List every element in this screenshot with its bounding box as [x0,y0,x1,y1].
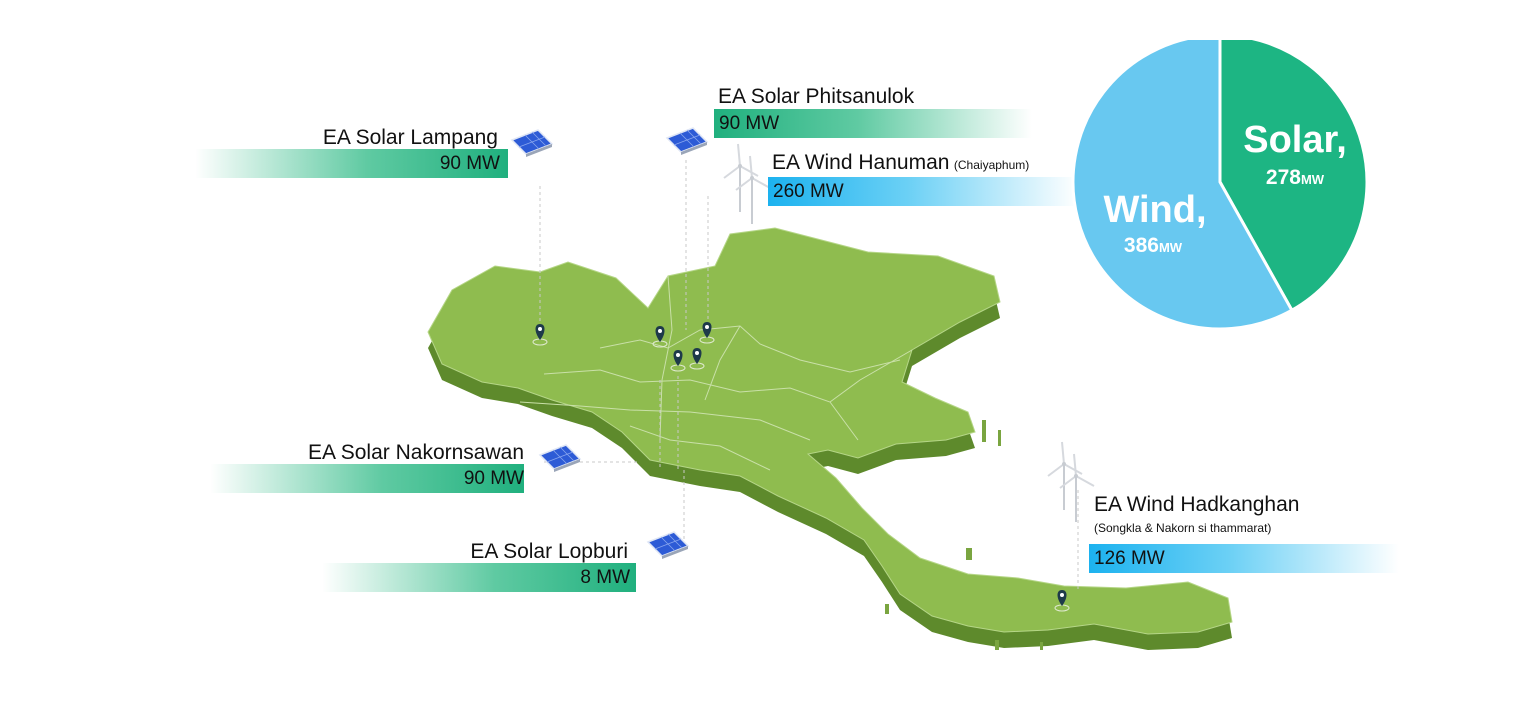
location-pin-icon[interactable] [689,348,705,370]
solar-panel-icon [666,127,708,156]
location-pin-icon[interactable] [670,350,686,372]
plant-name-nakornsawan: EA Solar Nakornsawan [308,441,524,464]
pie-label-wind: Wind, [1103,189,1206,231]
pie-slice-wind [1071,40,1294,331]
capacity-bar-nakornsawan: 90 MW [210,464,524,493]
plant-note-hadkanghan: (Songkla & Nakorn si thammarat) [1094,521,1272,535]
solar-panel-icon [647,531,689,560]
capacity-bar-phitsanulok: 90 MW [714,109,1032,138]
capacity-pie-chart: Solar, 278MW Wind, 386MW [1071,40,1369,331]
location-pins [532,322,1070,612]
location-pin-icon[interactable] [652,326,668,348]
capacity-value-nakornsawan: 90 MW [463,468,524,489]
solar-panel-icon [539,444,581,473]
plant-name-phitsanulok: EA Solar Phitsanulok [718,85,915,108]
plant-name-lampang: EA Solar Lampang [322,126,498,149]
capacity-value-lampang: 90 MW [439,153,500,174]
location-pin-icon[interactable] [532,324,548,346]
capacity-value-hadkanghan: 126 MW [1094,548,1165,569]
location-pin-icon[interactable] [1054,590,1070,612]
capacity-bar-hanuman: 260 MW [768,177,1078,206]
capacity-value-lopburi: 8 MW [580,567,630,588]
capacity-bar-hadkanghan: 126 MW [1089,544,1399,573]
location-pin-icon[interactable] [699,322,715,344]
capacity-bar-lampang: 90 MW [195,149,508,178]
plant-note-hanuman: (Chaiyaphum) [953,158,1030,172]
pie-slice-solar [1218,40,1369,313]
plant-name-hadkanghan: EA Wind Hadkanghan [1094,493,1300,516]
capacity-value-hanuman: 260 MW [773,181,844,202]
capacity-value-phitsanulok: 90 MW [719,113,780,134]
leader-lines [539,160,1079,590]
pie-label-solar: Solar, [1243,119,1347,161]
plant-name-hanuman: EA Wind Hanuman [772,151,950,174]
pie-value-wind: 386MW [1124,234,1183,257]
islands [885,420,1043,650]
capacity-bar-lopburi: 8 MW [322,563,636,592]
province-borders [519,275,913,471]
solar-panel-icon [511,129,553,158]
plant-name-lopburi: EA Solar Lopburi [470,540,628,563]
map-surface [427,227,1233,635]
plant-title-hanuman: EA Wind Hanuman (Chaiyaphum) [772,152,1029,174]
pie-value-solar: 278MW [1266,166,1325,189]
